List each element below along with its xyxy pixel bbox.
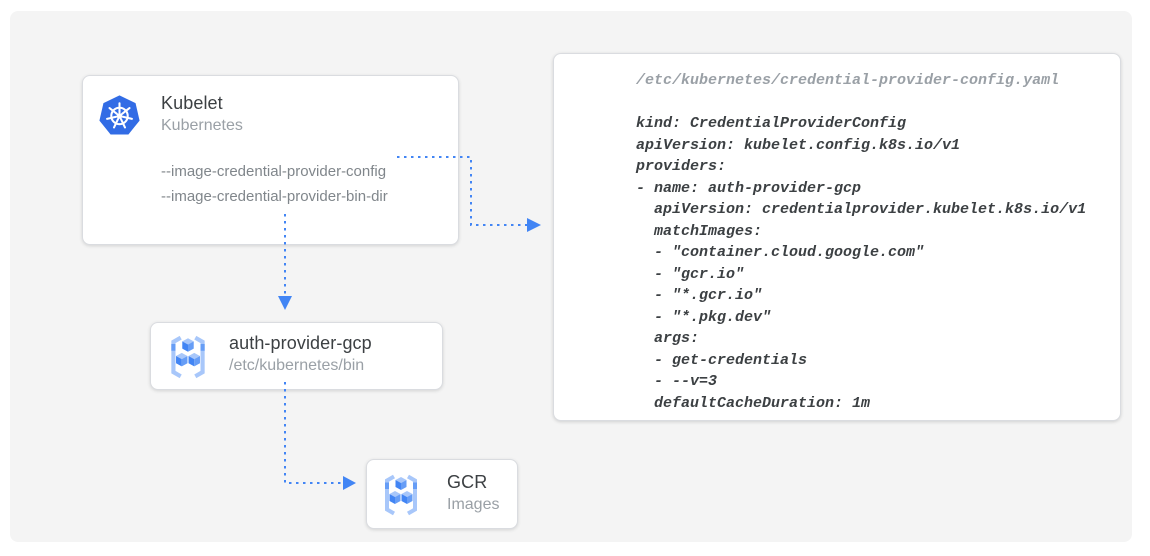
container-registry-icon bbox=[377, 471, 425, 524]
credential-provider-config-panel: /etc/kubernetes/credential-provider-conf… bbox=[553, 53, 1121, 421]
kubernetes-logo-icon bbox=[96, 93, 143, 142]
container-registry-icon bbox=[163, 332, 213, 387]
gcr-subtitle: Images bbox=[447, 496, 500, 513]
kubelet-flags: --image-credential-provider-config --ima… bbox=[161, 159, 388, 209]
kubelet-flag-bin-dir: --image-credential-provider-bin-dir bbox=[161, 188, 388, 205]
gcr-title: GCR bbox=[447, 472, 488, 492]
gcr-node: GCR Images bbox=[366, 459, 518, 529]
code-file-path: /etc/kubernetes/credential-provider-conf… bbox=[636, 72, 1060, 89]
diagram-canvas: Kubelet Kubernetes --image-credential-pr… bbox=[10, 11, 1132, 542]
code-content: /etc/kubernetes/credential-provider-conf… bbox=[554, 54, 1120, 414]
kubelet-title: Kubelet bbox=[161, 93, 223, 113]
kubelet-flag-config: --image-credential-provider-config bbox=[161, 163, 387, 180]
auth-provider-gcp-node: auth-provider-gcp /etc/kubernetes/bin bbox=[150, 322, 443, 390]
auth-provider-gcp-subtitle: /etc/kubernetes/bin bbox=[229, 357, 365, 374]
auth-provider-gcp-title: auth-provider-gcp bbox=[229, 333, 372, 353]
kubelet-node: Kubelet Kubernetes --image-credential-pr… bbox=[82, 75, 459, 245]
kubelet-subtitle: Kubernetes bbox=[161, 117, 243, 134]
